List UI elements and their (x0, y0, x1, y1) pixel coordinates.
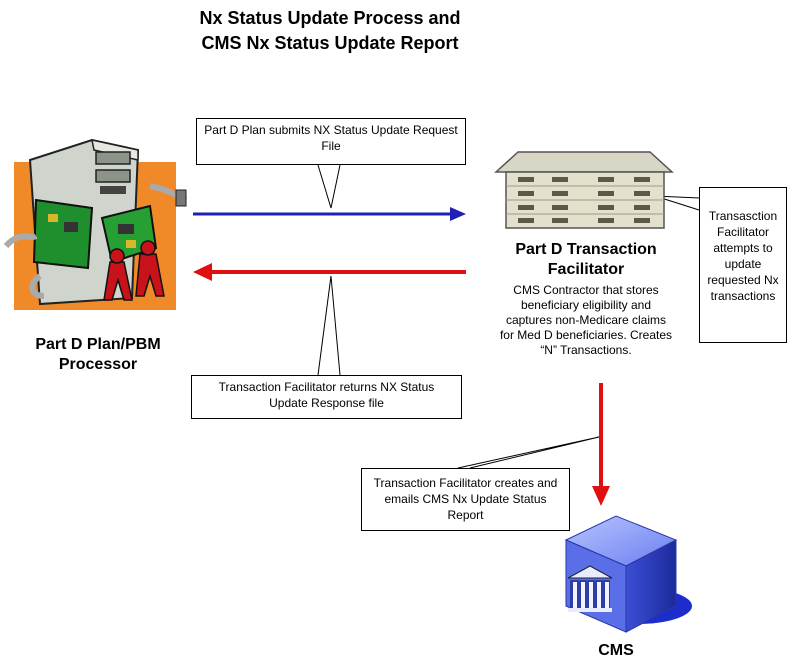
callout-return-response: Transaction Facilitator returns NX Statu… (191, 375, 462, 419)
plan-label-line-1: Part D Plan/PBM (35, 336, 161, 353)
request-arrow (193, 207, 466, 221)
callout-pointers (317, 163, 700, 470)
plan-node-label: Part D Plan/PBM Processor (8, 335, 188, 375)
facilitator-label-line-2: Facilitator (547, 261, 625, 278)
response-arrow (193, 263, 466, 281)
title-line-2: CMS Nx Status Update Report (201, 33, 459, 53)
callout-attempt-update: Transasction Facilitator attempts to upd… (699, 187, 787, 343)
office-building-icon (494, 151, 674, 229)
computer-server-icon (3, 138, 188, 310)
report-arrow (592, 383, 610, 506)
cms-building-icon (564, 515, 692, 633)
callout-submit-request: Part D Plan submits NX Status Update Req… (196, 118, 466, 165)
diagram-title: Nx Status Update Process and CMS Nx Stat… (130, 6, 530, 56)
facilitator-label-line-1: Part D Transaction (515, 241, 657, 258)
title-line-1: Nx Status Update Process and (199, 8, 461, 28)
facilitator-node-label: Part D Transaction Facilitator (486, 240, 686, 280)
cms-node-label: CMS (598, 642, 634, 659)
callout-report-email: Transaction Facilitator creates and emai… (361, 468, 570, 531)
plan-label-line-2: Processor (58, 356, 138, 373)
facilitator-description: CMS Contractor that stores beneficiary e… (499, 283, 673, 357)
